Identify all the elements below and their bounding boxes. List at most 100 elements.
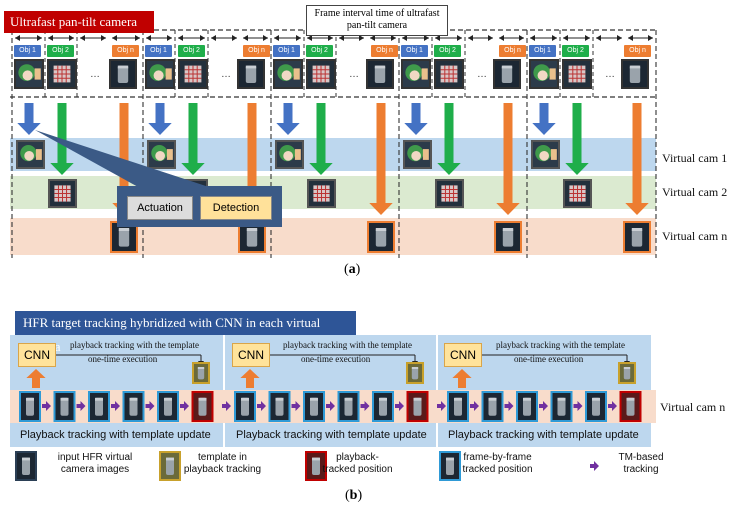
interval-arrow-head-right: [617, 35, 622, 41]
interval-arrow-head-right: [167, 35, 172, 41]
frame-thumb-0-4-can-top: [164, 397, 172, 401]
vcam1-thumb-4-face: [539, 150, 550, 161]
actuation-arrow-obj2-3: [437, 103, 461, 175]
actuation-arrow-obj1-1: [148, 103, 172, 135]
vcamn-thumb-3-can-top: [502, 228, 514, 231]
interval-arrow-head-right: [424, 35, 429, 41]
template-thumb-1-can-top: [411, 367, 419, 369]
virtual-cam-n-label-b: Virtual cam n: [660, 400, 726, 414]
obj-tag-2-2: Obj n: [371, 45, 398, 57]
virtual-cam-2-label: Virtual cam 2: [662, 185, 728, 199]
frame-thumb-0-3-can: [129, 397, 138, 416]
interval-arrow-head-left: [402, 35, 407, 41]
legend-icon-frame-by-frame-can-top: [446, 457, 454, 461]
cnn-box-3: CNN: [444, 343, 482, 367]
ellipsis-1: …: [221, 69, 231, 80]
legend-icon-template-can-top: [166, 457, 174, 461]
vcam1-thumb-3-hand: [422, 149, 429, 160]
vcamn-thumb-1-can-top: [246, 228, 258, 231]
frame-interval-callout: Frame interval time of ultrafast pan-til…: [306, 5, 448, 36]
frame-can-3-can-top: [501, 65, 513, 69]
vcam2-thumb-2-frame: [307, 179, 336, 208]
cnn-up-arrow-0: [26, 369, 46, 388]
template-thumb-1-can: [411, 367, 419, 380]
vcam1-thumb-0-face: [24, 150, 35, 161]
tm-arrow-link-0: [222, 401, 231, 411]
interval-arrow-head-right: [135, 35, 140, 41]
tm-arrow-2-3: [573, 401, 583, 411]
one-time-text-3: one-time execution: [514, 354, 584, 364]
frame-person-1-hand: [165, 68, 172, 80]
obj-tag-2-0: Obj 1: [273, 45, 300, 57]
interval-arrow-head-right: [328, 35, 333, 41]
frame-thumb-0-1-can-top: [60, 397, 69, 401]
interval-arrow-head-left: [435, 35, 440, 41]
vcamn-thumb-4-can: [631, 228, 643, 247]
interval-arrow-head-left: [530, 35, 535, 41]
hfr-tracking-title: HFR target tracking hybridized with CNN …: [15, 311, 356, 354]
obj-tag-3-1: Obj 2: [434, 45, 461, 57]
frame-thumb-1-5-can-top: [413, 397, 422, 401]
obj-tag-2-1: Obj 2: [306, 45, 333, 57]
template-thumb-1: [406, 362, 424, 384]
legend-icon-playback: [305, 451, 327, 481]
legend-icon-frame-by-frame-can: [446, 457, 454, 475]
frame-grid-1-frame: [178, 59, 208, 89]
vcam1-thumb-1: [147, 140, 176, 169]
frame-thumb-0-0-can-top: [26, 397, 34, 401]
frame-thumb-2-4-can-top: [592, 397, 600, 401]
vcamn-thumb-0-can: [118, 228, 130, 247]
cnn-up-arrow-1: [240, 369, 260, 388]
playback-template-text-3: playback tracking with the template: [496, 340, 625, 350]
interval-arrow-head-left: [596, 35, 601, 41]
frame-person-1-face: [153, 70, 164, 81]
obj-tag-3-2: Obj n: [499, 45, 526, 57]
frame-can-0-can-top: [117, 65, 129, 69]
frame-thumb-1-1-can: [275, 397, 284, 416]
interval-arrow-head-left: [499, 35, 504, 41]
frame-thumb-1-2-can-top: [310, 397, 318, 401]
vcam1-thumb-0: [16, 140, 45, 169]
frame-thumb-1-3-can-top: [344, 397, 353, 401]
band-virtual-cam-n: [10, 218, 656, 255]
frame-thumb-0-2: [88, 391, 110, 422]
interval-arrow-head-left: [468, 35, 473, 41]
template-thumb-0-can: [197, 367, 205, 380]
frame-thumb-1-0-can: [241, 397, 249, 416]
frame-can-2-can: [374, 65, 386, 83]
actuation-arrow-objn-2: [369, 103, 393, 215]
cnn-box-1: CNN: [18, 343, 56, 367]
actuation-arrow-objn-3: [496, 103, 520, 215]
frame-thumb-2-5-can: [626, 397, 635, 416]
frame-person-3-hand: [421, 68, 428, 80]
frame-thumb-2-4-can: [592, 397, 600, 416]
frame-thumb-1-4-can-top: [379, 397, 387, 401]
vcamn-thumb-3-frame: [494, 221, 522, 253]
template-thumb-2-can: [623, 367, 631, 380]
frame-thumb-2-1-can-top: [488, 397, 497, 401]
interval-arrow-head-left: [178, 35, 183, 41]
tm-arrow-link-1: [437, 401, 446, 411]
legend-icon-playback-can: [312, 457, 320, 475]
frame-thumb-1-0: [234, 391, 256, 422]
frame-thumb-2-0-can: [454, 397, 462, 416]
tm-arrow-0-3: [145, 401, 155, 411]
frame-thumb-2-5-can-top: [626, 397, 635, 401]
frame-can-0-can: [117, 65, 129, 83]
interval-arrow-head-right: [359, 35, 364, 41]
frame-can-4: [621, 59, 649, 89]
tm-arrow-1-3: [360, 401, 370, 411]
frame-thumb-2-3-can: [557, 397, 566, 416]
frame-can-1-can-top: [245, 65, 257, 69]
frame-can-3-can: [501, 65, 513, 83]
actuation-arrow-obj1-0: [17, 103, 41, 135]
obj-tag-1-1: Obj 2: [178, 45, 205, 57]
template-thumb-0: [192, 362, 210, 384]
interval-arrow-head-right: [232, 35, 237, 41]
interval-arrow-head-right: [101, 35, 106, 41]
frame-can-0: [109, 59, 137, 89]
legend-icon-input-can: [22, 457, 30, 475]
frame-person-0-face: [22, 70, 33, 81]
caption-a: (a): [344, 262, 361, 277]
actuation-arrow-objn-4: [625, 103, 649, 215]
